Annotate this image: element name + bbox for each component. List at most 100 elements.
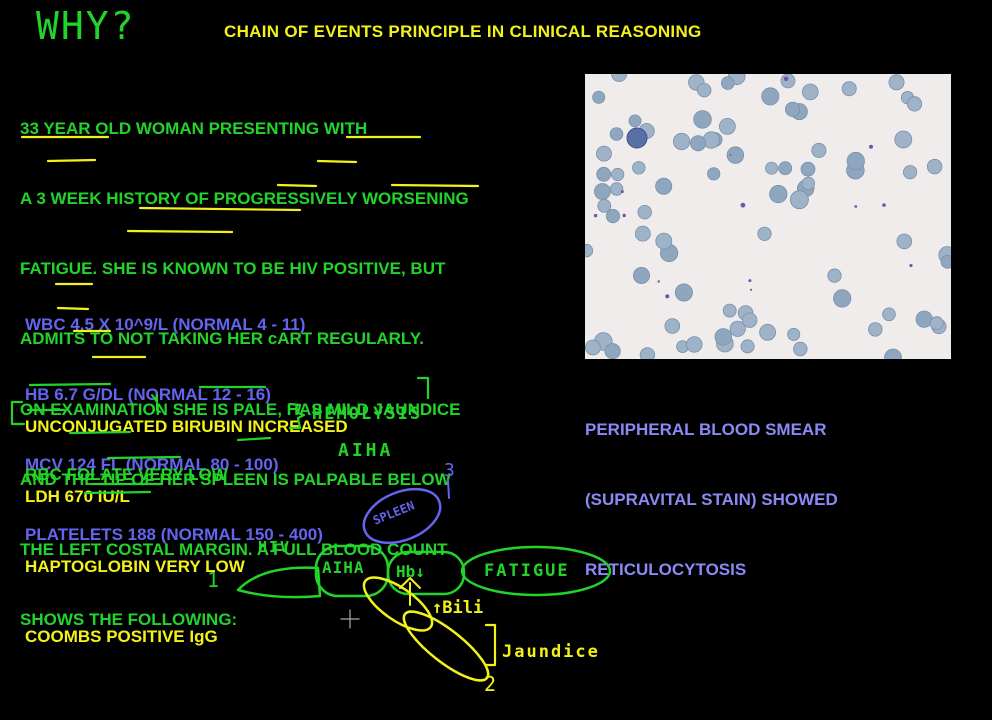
red-blood-cell — [593, 183, 611, 200]
red-blood-cell — [802, 83, 819, 101]
platelet-dot — [748, 279, 752, 283]
red-blood-cell — [693, 110, 712, 129]
red-blood-cell — [894, 130, 913, 149]
red-blood-cell — [596, 166, 612, 182]
red-blood-cell — [827, 268, 842, 283]
red-blood-cell — [787, 327, 801, 341]
lab-line: PLATELETS 188 (NORMAL 150 - 400) — [25, 525, 323, 545]
red-blood-cell — [634, 225, 651, 242]
jaundice-bracket — [484, 623, 497, 667]
red-blood-cell — [655, 232, 673, 250]
fatigue-node-label: FATIGUE — [484, 561, 570, 581]
red-blood-cell — [926, 158, 943, 175]
platelet-dot — [620, 190, 624, 194]
hemolysis-annotation: HEMOLYSIS — [312, 404, 423, 424]
aiha-node-label: AIHA — [322, 558, 365, 577]
lab-line: WBC 4.5 X 10^9/L (NORMAL 4 - 11) — [25, 314, 306, 334]
hemolysis-markers: UNCONJUGATED BIRUBIN INCREASED LDH 670 I… — [25, 368, 348, 672]
hemolysis-line: UNCONJUGATED BIRUBIN INCREASED — [25, 416, 348, 436]
platelet-dot — [882, 203, 886, 207]
red-blood-cell — [609, 127, 624, 141]
red-blood-cell — [721, 76, 735, 90]
red-blood-cell — [673, 132, 691, 151]
hiv-label: HIV — [258, 538, 292, 556]
red-blood-cell — [604, 343, 621, 359]
red-blood-cell — [722, 303, 737, 318]
case-line: AND THE TIP OF HER SPLEEN IS PALPABLE BE… — [20, 469, 451, 489]
case-line: SHOWS THE FOLLOWING: — [20, 610, 238, 630]
num-1-label: 1 — [207, 568, 220, 592]
caption-line: (SUPRAVITAL STAIN) SHOWED — [585, 490, 838, 510]
red-blood-cell — [761, 87, 780, 106]
red-blood-cell — [896, 233, 913, 250]
red-blood-cell — [605, 209, 621, 224]
red-blood-cell — [664, 318, 681, 334]
red-blood-cell — [906, 96, 923, 112]
red-blood-cell — [632, 161, 646, 175]
red-blood-cell — [696, 83, 712, 98]
red-blood-cell — [674, 283, 693, 302]
red-blood-cell — [597, 198, 612, 213]
red-blood-cell — [741, 312, 758, 328]
hemolysis-line: LDH 670 IU/L — [25, 487, 130, 507]
blood-smear-image — [585, 74, 951, 359]
red-blood-cell — [726, 146, 745, 164]
red-blood-cell — [884, 348, 902, 359]
platelet-dot — [593, 213, 598, 218]
red-blood-cell — [690, 135, 707, 152]
why-label: WHY? — [36, 4, 136, 48]
aiha-annotation: AIHA — [338, 440, 394, 461]
red-blood-cell — [714, 328, 733, 346]
hemolysis-line: COOMBS POSITIVE IgG — [25, 627, 218, 647]
platelet-dot — [909, 263, 913, 268]
platelet-dot — [854, 205, 858, 208]
red-blood-cell — [585, 339, 601, 356]
red-blood-cell — [940, 254, 951, 269]
platelet-dot — [740, 202, 746, 208]
page-title: CHAIN OF EVENTS PRINCIPLE IN CLINICAL RE… — [224, 22, 702, 41]
folate-line: RBC FOLATE VERY LOW — [25, 465, 228, 484]
case-line: ADMITS TO NOT TAKING HER cART REGULARLY. — [20, 329, 424, 349]
red-blood-cell — [707, 167, 721, 181]
red-blood-cell — [902, 165, 918, 180]
red-blood-cell — [596, 145, 612, 162]
red-blood-cell — [789, 190, 809, 210]
red-blood-cell — [757, 226, 772, 241]
red-blood-cell — [785, 101, 801, 117]
red-blood-cell — [769, 185, 788, 204]
num-2-label: 2 — [484, 672, 497, 696]
red-blood-cell — [686, 336, 703, 353]
red-blood-cell — [592, 90, 606, 104]
jaundice-label: Jaundice — [502, 642, 600, 662]
platelet-dot — [657, 280, 660, 283]
platelet-dot — [783, 76, 789, 82]
num-3-label: 3 — [444, 460, 455, 481]
red-blood-cell — [585, 243, 594, 258]
case-line: FATIGUE. SHE IS KNOWN TO BE HIV POSITIVE… — [20, 259, 446, 279]
platelet-dot — [749, 288, 753, 291]
red-blood-cell — [759, 323, 777, 341]
red-blood-cell — [740, 339, 755, 354]
red-blood-cell — [765, 161, 779, 175]
case-line: 33 YEAR OLD WOMAN PRESENTING WITH — [20, 118, 368, 138]
platelet-dot — [622, 213, 626, 218]
red-blood-cell — [929, 316, 944, 331]
red-blood-cell — [611, 74, 627, 82]
red-blood-cell — [718, 118, 736, 135]
lab-line: HB 6.7 G/DL (NORMAL 12 - 16) — [25, 385, 271, 405]
platelet-dot — [665, 294, 670, 299]
red-blood-cell — [888, 74, 905, 91]
red-blood-cell — [611, 167, 625, 182]
red-blood-cell — [655, 177, 673, 195]
hb-node-label: Hb↓ — [396, 562, 425, 581]
platelet-dot — [729, 153, 732, 156]
case-line: A 3 WEEK HISTORY OF PROGRESSIVELY WORSEN… — [20, 189, 469, 209]
blood-smear-cells — [585, 74, 951, 359]
red-blood-cell — [800, 161, 816, 177]
red-blood-cell — [801, 176, 816, 191]
bili-label: ↑Bili — [432, 598, 484, 618]
red-blood-cell — [915, 310, 933, 328]
red-blood-cell — [811, 142, 827, 158]
lab-values: WBC 4.5 X 10^9/L (NORMAL 4 - 11) HB 6.7 … — [25, 266, 323, 570]
red-blood-cell — [793, 341, 808, 357]
